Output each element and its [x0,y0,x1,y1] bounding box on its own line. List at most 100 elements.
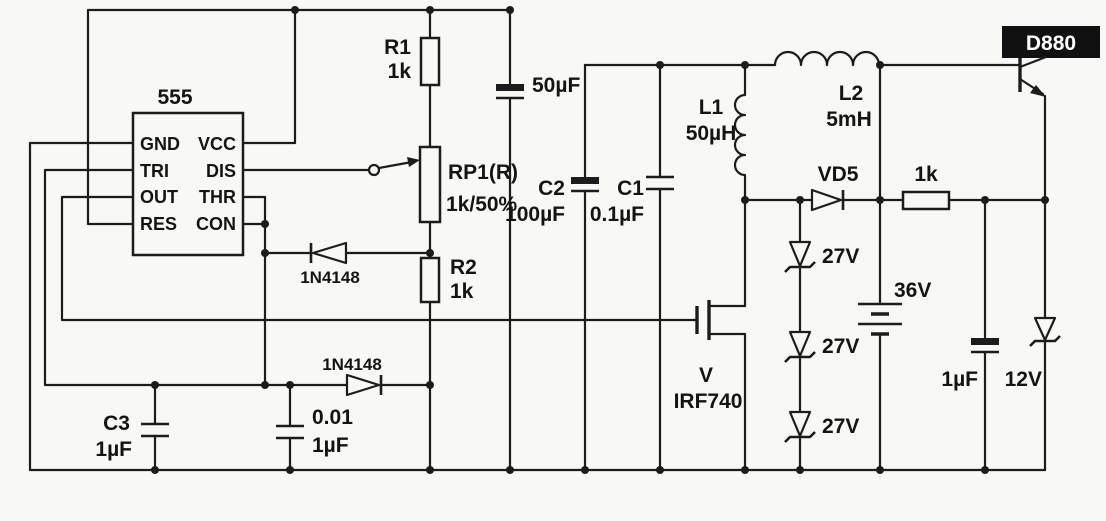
junction-dot [426,381,434,389]
junction-dot [741,61,749,69]
capacitor-50uf: 50µF [496,74,580,100]
diode-bottom-triangle [345,373,381,397]
c1-ref: C1 [617,177,644,200]
ic-555-body [131,111,245,257]
pin-out: OUT [140,187,178,207]
junction-dot [741,196,749,204]
potentiometer-rp1: RP1(R) 1k/50% [367,145,518,224]
rp1-ref: RP1(R) [448,161,518,184]
junction-dot [981,196,989,204]
junction-dot [876,196,884,204]
battery-36v: 36V [858,279,931,336]
junction-dot [506,6,514,14]
d880-collector-lead [1018,55,1048,69]
zener3-value: 27V [822,415,859,438]
diode-top-label: 1N4148 [300,268,360,287]
c50-plate-top [496,84,524,91]
capacitor-001uf: 0.01 1µF [276,406,353,457]
junction-dot [876,466,884,474]
pin-dis: DIS [206,161,236,181]
r1-ref: R1 [384,36,411,59]
zener3-triangle [788,410,812,438]
junction-dot [506,466,514,474]
zener-27v-1: 27V [784,240,859,273]
zener3-bar [784,431,816,443]
c-out-plate-top [971,338,999,345]
junction-dot [796,196,804,204]
l1-coil [733,93,747,177]
wire-mosfet-leads [707,304,747,472]
junction-dot [1041,196,1049,204]
junction-dot [151,381,159,389]
capacitor-c3: C3 1µF [95,412,169,461]
c50-value: 50µF [532,74,580,97]
c-out-value: 1µF [941,368,978,391]
junction-dot [426,6,434,14]
rp1-body [418,145,442,224]
junction-dot [261,249,269,257]
pin-vcc: VCC [198,134,236,154]
diode-1n4148-top: 1N4148 [300,241,360,287]
pin-res: RES [140,214,177,234]
junction-dot [426,466,434,474]
wire-tri-to-timing-line [43,168,349,387]
junction-dot [291,6,299,14]
vd5-label: VD5 [818,163,859,186]
junction-dot [151,466,159,474]
ic-555: 555 GND TRI OUT RES VCC DIS THR CON [131,86,245,257]
zener-12v: 12V [1005,316,1061,391]
d880-label-box [1002,26,1100,58]
d880-label: D880 [1026,32,1076,55]
z12-value: 12V [1005,368,1042,391]
c2-plate-top [571,177,599,184]
rp1-wiper-arm [377,160,414,170]
pin-tri: TRI [140,161,169,181]
r-out-body [901,190,951,211]
l1-value: 50µH [686,122,737,145]
c1-value: 0.1µF [590,203,644,226]
wire-vcc [241,8,297,145]
d880-emitter-arrowhead [1030,85,1046,97]
zener2-triangle [788,330,812,358]
c001-value-line2: 1µF [312,434,349,457]
battery-value: 36V [894,279,931,302]
junction-dot [656,61,664,69]
zener2-value: 27V [822,335,859,358]
diode-1n4148-bottom: 1N4148 [322,355,383,397]
capacitor-output-1uf: 1µF [941,338,999,391]
diode-top-triangle [311,241,348,265]
r2-body [419,256,441,304]
junction-dot [741,466,749,474]
diode-vd5: VD5 [810,163,859,212]
resistor-r1: R1 1k [384,36,441,87]
l1-ref: L1 [699,96,724,119]
c2-value: 100µF [505,203,565,226]
capacitor-c1: C1 0.1µF [590,175,674,226]
zener1-bar [784,261,816,273]
c2-ref: C2 [538,177,565,200]
junction-dot [286,466,294,474]
junction-dot [261,381,269,389]
c3-value: 1µF [95,438,132,461]
z12-bar [1029,335,1061,347]
r2-ref: R2 [450,256,477,279]
l2-ref: L2 [839,82,864,105]
mosfet-ref: V [699,364,713,387]
rp1-value: 1k/50% [446,193,518,216]
pin-gnd: GND [140,134,180,154]
l2-value: 5mH [826,108,872,131]
junction-dots [151,6,1049,474]
ic-555-title: 555 [157,86,192,109]
junction-dot [261,220,269,228]
c001-value-line1: 0.01 [312,406,353,429]
pin-thr: THR [199,187,236,207]
vd5-triangle [810,188,843,212]
zener1-value: 27V [822,245,859,268]
junction-dot [656,466,664,474]
junction-dot [426,249,434,257]
resistor-r2: R2 1k [419,256,477,304]
junction-dot [581,466,589,474]
r1-value: 1k [388,60,412,83]
wire-gnd-and-bottom-rail [28,141,1047,472]
